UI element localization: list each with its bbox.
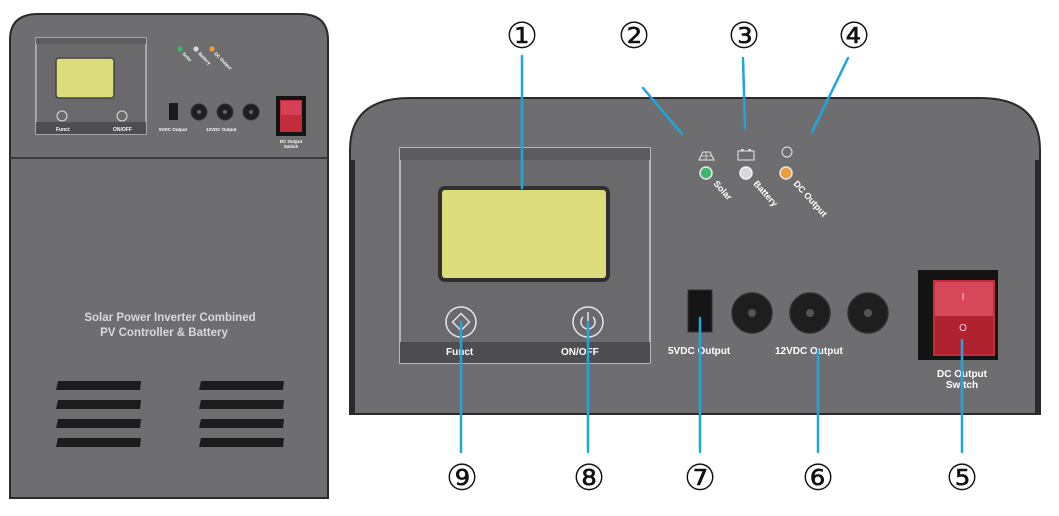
switch-off-mark: O <box>959 323 967 334</box>
callout-line-3 <box>741 56 747 130</box>
small-switch-label-2: Switch <box>284 144 299 149</box>
callout-2: ② <box>618 15 650 56</box>
callout-numbers: ① ② ③ ④ ⑤ ⑥ ⑦ ⑧ ⑨ <box>446 15 978 498</box>
dc-port-label: 12VDC Output <box>775 346 843 357</box>
small-power-button[interactable] <box>116 110 128 122</box>
small-funct-label: Funct <box>56 127 70 133</box>
small-solar-led <box>177 46 183 52</box>
dc-output-led <box>779 166 793 180</box>
front-panel: Funct ON/OFF Solar Battery DC Output <box>349 97 1041 415</box>
callout-6: ⑥ <box>802 457 834 498</box>
dc-port-3[interactable] <box>847 292 889 334</box>
small-funct-button[interactable] <box>56 110 68 122</box>
onoff-label: ON/OFF <box>561 347 599 358</box>
dc-port-1[interactable] <box>731 292 773 334</box>
small-dc-output-led <box>209 46 215 52</box>
callout-8: ⑧ <box>573 457 605 498</box>
small-unit-body <box>9 13 329 499</box>
product-name-line-2: PV Controller & Battery <box>100 327 228 339</box>
battery-led <box>739 166 753 180</box>
callout-lines <box>459 54 964 454</box>
callout-line-4 <box>810 56 850 134</box>
small-solar-led-label: Solar <box>181 51 193 63</box>
switch-on-mark: I <box>962 292 965 303</box>
small-lcd-screen <box>55 57 115 99</box>
callout-5: ⑤ <box>946 457 978 498</box>
small-onoff-label: ON/OFF <box>113 127 132 133</box>
right-vent-group <box>199 381 284 447</box>
bulb-icon <box>781 146 793 158</box>
battery-icon <box>737 149 755 161</box>
dc-port-2[interactable] <box>789 292 831 334</box>
solar-led <box>699 166 713 180</box>
diamond-icon <box>451 312 471 332</box>
lcd-screen <box>438 186 610 282</box>
callout-9: ⑨ <box>446 457 478 498</box>
left-vent-group <box>56 381 141 447</box>
callout-7: ⑦ <box>684 457 716 498</box>
small-usb-label: 5VDC Output <box>159 127 187 132</box>
small-usb-port[interactable] <box>169 103 178 120</box>
product-name-line-1: Solar Power Inverter Combined <box>84 312 255 324</box>
small-battery-led <box>193 46 199 52</box>
small-dc-label: 12VDC Output <box>206 127 237 132</box>
small-unit: Funct ON/OFF Solar Battery DC Output 5VD… <box>9 13 329 499</box>
callout-4: ④ <box>838 15 870 56</box>
callout-3: ③ <box>728 15 760 56</box>
callout-line-2 <box>641 86 684 136</box>
callout-1: ① <box>506 15 538 56</box>
solar-panel-icon <box>698 151 715 161</box>
small-switch-label-1: DC Output <box>280 139 303 144</box>
